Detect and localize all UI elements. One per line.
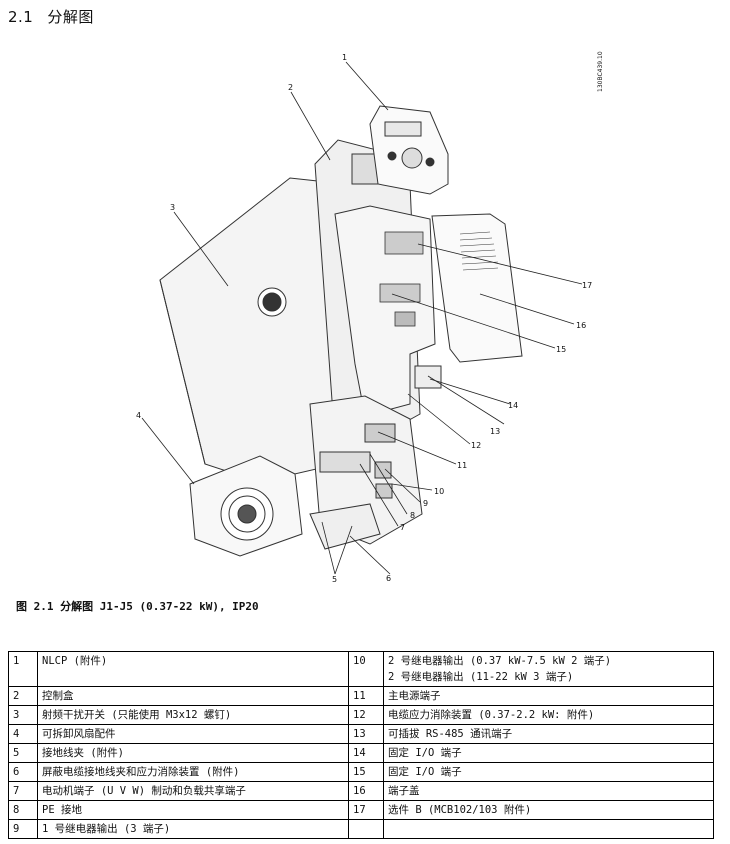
table-row: 8 PE 接地 17 选件 B (MCB102/103 附件) [8, 800, 714, 820]
motor-terminals [319, 451, 371, 473]
callout-15: 15 [556, 345, 566, 354]
item-number: 3 [8, 705, 38, 725]
item-description: NLCP (附件) [37, 651, 349, 687]
callout-5: 5 [332, 575, 337, 584]
ground-clamps [309, 503, 381, 550]
item-description: 1 号继电器输出 (3 端子) [37, 819, 349, 839]
callout-3: 3 [170, 203, 175, 212]
section-title: 分解图 [47, 8, 94, 26]
item-number: 11 [348, 686, 384, 706]
terminal-cover [431, 213, 523, 363]
table-row: 6 屏蔽电缆接地线夹和应力消除装置 (附件) 15 固定 I/O 端子 [8, 762, 714, 782]
callout-11: 11 [457, 461, 467, 470]
item-description: 选件 B (MCB102/103 附件) [383, 800, 714, 820]
callout-13: 13 [490, 427, 500, 436]
callout-10: 10 [434, 487, 444, 496]
item-description: 可插拔 RS-485 通讯端子 [383, 724, 714, 744]
item-number: 15 [348, 762, 384, 782]
item-number: 16 [348, 781, 384, 801]
item-description: 控制盒 [37, 686, 349, 706]
item-number: 14 [348, 743, 384, 763]
table-row: 3 射频干扰开关 (只能使用 M3x12 螺钉) 12 电缆应力消除装置 (0.… [8, 705, 714, 725]
item-number [348, 819, 384, 839]
legend-table: 1 NLCP (附件) 10 2 号继电器输出 (0.37 kW-7.5 kW … [8, 651, 714, 839]
callout-4: 4 [136, 411, 141, 420]
item-number: 12 [348, 705, 384, 725]
main-chassis [334, 205, 436, 417]
callout-17: 17 [582, 281, 592, 290]
table-row: 9 1 号继电器输出 (3 端子) [8, 819, 714, 839]
section-heading: 2.1 分解图 [8, 6, 94, 27]
callout-6: 6 [386, 574, 391, 583]
item-description: 可拆卸风扇配件 [37, 724, 349, 744]
item-description: 射频干扰开关 (只能使用 M3x12 螺钉) [37, 705, 349, 725]
section-number: 2.1 [8, 8, 34, 26]
table-row: 7 电动机端子 (U V W) 制动和负载共享端子 16 端子盖 [8, 781, 714, 801]
item-description: PE 接地 [37, 800, 349, 820]
callout-8: 8 [410, 511, 415, 520]
item-number: 5 [8, 743, 38, 763]
item-description: 电动机端子 (U V W) 制动和负载共享端子 [37, 781, 349, 801]
item-description: 电缆应力消除装置 (0.37-2.2 kW: 附件) [383, 705, 714, 725]
item-description: 端子盖 [383, 781, 714, 801]
item-number: 4 [8, 724, 38, 744]
item-description: 固定 I/O 端子 [383, 762, 714, 782]
item-number: 6 [8, 762, 38, 782]
item-number: 2 [8, 686, 38, 706]
item-description: 主电源端子 [383, 686, 714, 706]
item-description: 固定 I/O 端子 [383, 743, 714, 763]
item-number: 8 [8, 800, 38, 820]
item-description: 2 号继电器输出 (0.37 kW-7.5 kW 2 端子)2 号继电器输出 (… [383, 651, 714, 687]
exploded-view-diagram: 1 2 3 4 5 6 7 8 9 10 11 12 13 14 15 16 1… [136, 51, 604, 584]
item-description: 屏蔽电缆接地线夹和应力消除装置 (附件) [37, 762, 349, 782]
diagram-code: 130BC439.10 [597, 51, 604, 92]
callout-7: 7 [400, 523, 405, 532]
item-number: 1 [8, 651, 38, 687]
callout-12: 12 [471, 441, 481, 450]
item-number: 7 [8, 781, 38, 801]
callout-9: 9 [423, 499, 428, 508]
rs485-plug [414, 365, 442, 389]
callout-14: 14 [508, 401, 518, 410]
table-row: 5 接地线夹 (附件) 14 固定 I/O 端子 [8, 743, 714, 763]
table-row: 4 可拆卸风扇配件 13 可插拔 RS-485 通讯端子 [8, 724, 714, 744]
callout-2: 2 [288, 83, 293, 92]
callout-16: 16 [576, 321, 586, 330]
item-number: 17 [348, 800, 384, 820]
figure-caption: 图 2.1 分解图 J1-J5 (0.37-22 kW), IP20 [16, 600, 259, 613]
item-number: 9 [8, 819, 38, 839]
item-description [383, 819, 714, 839]
item-number: 13 [348, 724, 384, 744]
item-description: 接地线夹 (附件) [37, 743, 349, 763]
table-row: 2 控制盒 11 主电源端子 [8, 686, 714, 706]
item-number: 10 [348, 651, 384, 687]
callout-1: 1 [342, 53, 347, 62]
table-row: 1 NLCP (附件) 10 2 号继电器输出 (0.37 kW-7.5 kW … [8, 651, 714, 687]
